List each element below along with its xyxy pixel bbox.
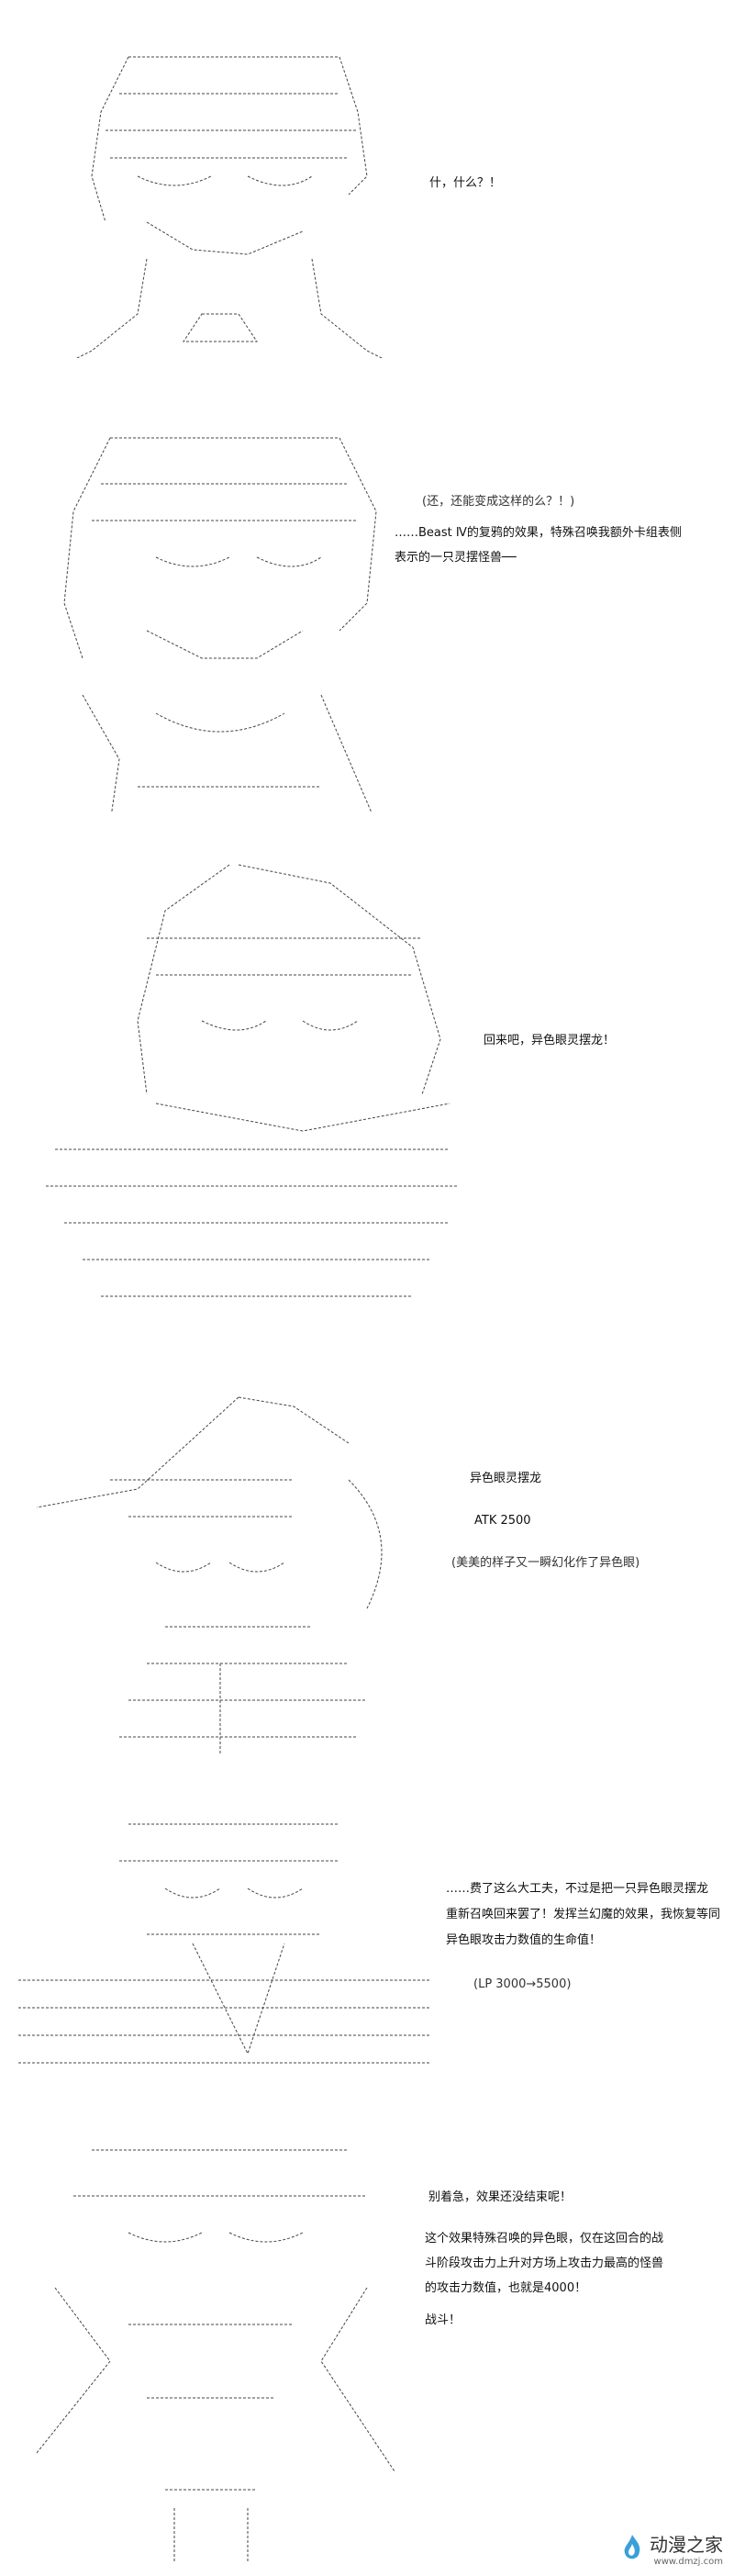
ascii-art-character-with-dragon	[28, 826, 468, 1331]
panel-3: 回来吧，异色眼灵摆龙！	[0, 826, 734, 1340]
ascii-art-character-pointing	[18, 2111, 413, 2561]
site-watermark: 动漫之家 www.dmzj.com	[620, 2530, 723, 2567]
dialog-text: 异色眼灵摆龙 ATK 2500 (美美的样子又一瞬幻化作了异色眼)	[451, 1472, 640, 1570]
flame-logo-icon	[620, 2533, 644, 2564]
dialog-text: 回来吧，异色眼灵摆龙！	[484, 1034, 616, 1047]
panel-6: 别着急，效果还没结束呢！ 这个效果特殊召唤的异色眼，仅在这回合的战 斗阶段攻击力…	[0, 2093, 734, 2576]
panel-4: 异色眼灵摆龙 ATK 2500 (美美的样子又一瞬幻化作了异色眼)	[0, 1340, 734, 1772]
panel-2: (还，还能变成这样的么？！) ……Beast Ⅳ的复鸦的效果，特殊召唤我额外卡组…	[0, 376, 734, 826]
panel-5: ……费了这么大工夫，不过是把一只异色眼灵摆龙 重新召唤回来罢了！发挥兰幻魔的效果…	[0, 1772, 734, 2093]
dialog-text: (还，还能变成这样的么？！) ……Beast Ⅳ的复鸦的效果，特殊召唤我额外卡组…	[395, 495, 682, 565]
watermark-name: 动漫之家	[650, 2534, 723, 2556]
ascii-art-character-arms-crossed	[9, 1786, 440, 2089]
ascii-art-character	[37, 9, 413, 358]
ascii-art-character-cape	[18, 1359, 440, 1753]
dialog-text: ……费了这么大工夫，不过是把一只异色眼灵摆龙 重新召唤回来罢了！发挥兰幻魔的效果…	[446, 1882, 721, 1991]
dialog-text: 什，什么？！	[429, 176, 502, 190]
dialog-text: 别着急，效果还没结束呢！ 这个效果特殊召唤的异色眼，仅在这回合的战 斗阶段攻击力…	[425, 2190, 664, 2327]
panel-1: 什，什么？！	[0, 0, 734, 376]
ascii-art-character	[46, 390, 404, 812]
watermark-url: www.dmzj.com	[653, 2557, 723, 2567]
